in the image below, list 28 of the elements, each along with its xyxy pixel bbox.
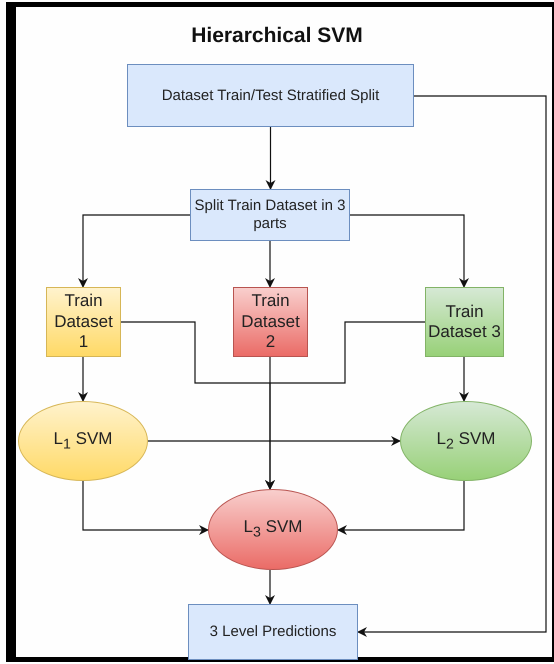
diagram-title: Hierarchical SVM <box>190 24 364 48</box>
arrow <box>357 95 547 637</box>
arrow <box>265 241 275 288</box>
process-box <box>233 287 308 357</box>
arrow <box>350 214 469 288</box>
node-label: L$_{1}$ SVM <box>54 428 112 454</box>
node-label: Split Train Dataset in 3 parts <box>194 197 346 233</box>
process-box <box>46 287 121 357</box>
node-label: Dataset Train/Test Stratified Split <box>162 86 380 104</box>
arrow <box>265 570 275 605</box>
arrow <box>266 127 276 190</box>
process-box <box>425 287 504 357</box>
process-box <box>127 64 414 127</box>
arrow <box>265 321 425 490</box>
node-label: Train Dataset 2 <box>240 291 301 353</box>
arrow <box>337 481 465 535</box>
process-box <box>190 189 350 241</box>
process-box <box>188 604 358 660</box>
arrow <box>459 357 469 402</box>
arrow <box>148 436 401 446</box>
node-label: Train Dataset 1 <box>53 291 114 353</box>
arrow <box>82 481 209 535</box>
node-label: Train Dataset 3 <box>428 302 501 342</box>
node-label: 3 Level Predictions <box>210 623 336 641</box>
node-label: L$_{3}$ SVM <box>244 517 302 542</box>
arrow <box>78 357 88 402</box>
node-label: L$_{2}$ SVM <box>436 428 496 454</box>
arrow <box>78 214 190 288</box>
